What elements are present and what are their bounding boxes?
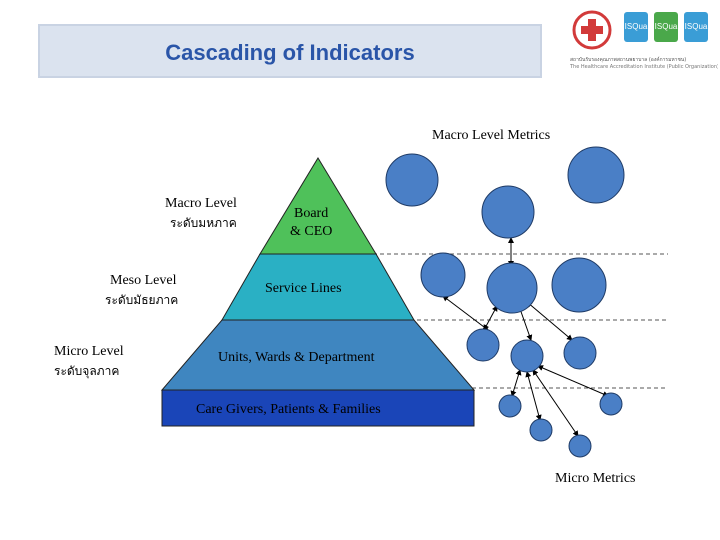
macro-metric-node — [567, 146, 625, 204]
org-name-english: The Healthcare Accreditation Institute (… — [570, 64, 718, 70]
meso-level-label: Meso Level — [110, 273, 177, 288]
tier-ceo-label: & CEO — [290, 224, 333, 239]
tier-board-label: Board — [294, 206, 329, 221]
micro-metric-node — [498, 394, 522, 418]
micro-level-thai-label: ระดับจุลภาค — [54, 364, 120, 378]
iso-badge-icon: ISQua — [654, 12, 678, 42]
tier-caregivers-label: Care Givers, Patients & Families — [196, 402, 381, 417]
arrow-connector — [537, 365, 609, 397]
meso-metric-node — [551, 257, 607, 313]
macro-level-thai-label: ระดับมหภาค — [170, 216, 237, 230]
iso-badge-icon: ISQua — [684, 12, 708, 42]
macro-metric-node — [385, 153, 439, 207]
unit-metric-node — [510, 339, 544, 373]
logo-strip: ISQua ISQua ISQua สถาบันรับรองคุณภาพสถาน… — [570, 6, 718, 72]
micro-metric-node — [599, 392, 623, 416]
arrow-connector — [525, 371, 542, 421]
unit-metric-node — [563, 336, 597, 370]
micro-metric-node — [529, 418, 553, 442]
arrow-connector — [510, 369, 522, 397]
title-banner: Cascading of Indicators — [38, 24, 542, 78]
iso-badge-icon: ISQua — [624, 12, 648, 42]
macro-metrics-label: Macro Level Metrics — [432, 128, 551, 143]
arrow-connector — [483, 305, 498, 331]
slide-title: Cascading of Indicators — [165, 40, 415, 65]
micro-metrics-label: Micro Metrics — [555, 471, 636, 486]
micro-level-label: Micro Level — [54, 344, 124, 359]
tier-service-lines-label: Service Lines — [265, 281, 342, 296]
arrow-connector — [526, 301, 573, 341]
macro-metric-node — [481, 185, 535, 239]
meso-level-thai-label: ระดับมัธยภาค — [105, 293, 179, 307]
unit-metric-node — [466, 328, 500, 362]
tier-units-label: Units, Wards & Department — [218, 350, 375, 365]
arrow-connector — [442, 295, 489, 331]
micro-metric-node — [568, 434, 592, 458]
pyramid-tier-caregivers — [161, 389, 475, 427]
cross-logo-icon — [572, 10, 612, 50]
meso-metric-node — [420, 252, 466, 298]
macro-level-label: Macro Level — [165, 196, 237, 211]
org-name-thai: สถาบันรับรองคุณภาพสถานพยาบาล (องค์การมหา… — [570, 57, 687, 63]
meso-metric-node — [486, 262, 538, 314]
